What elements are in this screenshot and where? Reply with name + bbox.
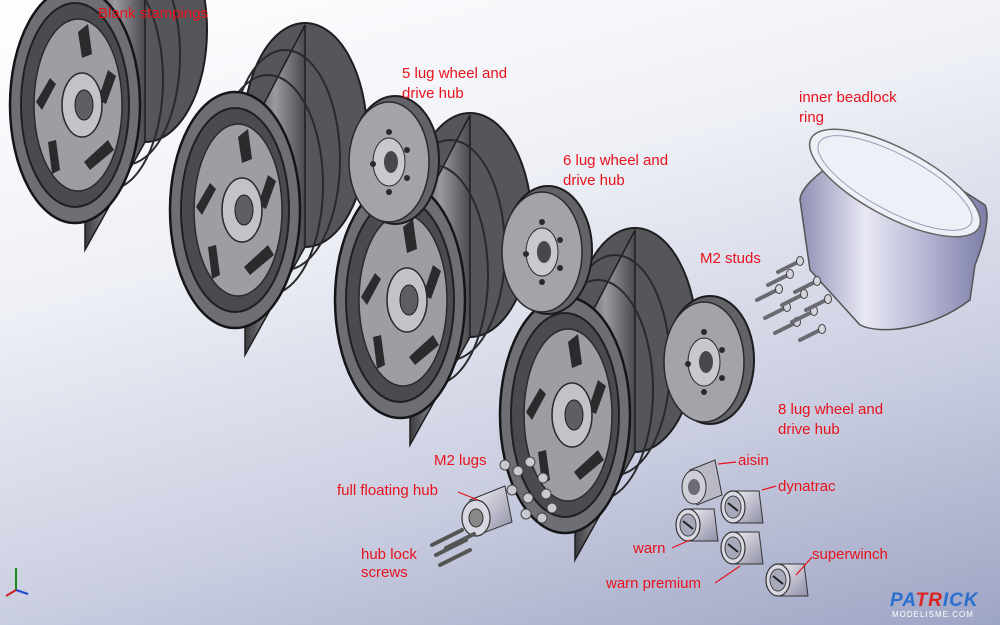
eight-lug-drive-hub xyxy=(663,295,755,425)
label-warn: warn xyxy=(633,540,666,557)
label-superwinch: superwinch xyxy=(812,546,888,563)
watermark-title: PATRICK xyxy=(890,590,979,611)
full-floating-hub xyxy=(461,485,513,537)
m2-lugs xyxy=(499,456,558,524)
label-full-floating-hub: full floating hub xyxy=(337,482,438,499)
label-m2-studs: M2 studs xyxy=(700,250,761,267)
label-m2-lugs: M2 lugs xyxy=(434,452,487,469)
aisin-hub xyxy=(681,459,723,506)
label-blank-stampings: Blank stampings xyxy=(98,5,209,22)
label-five-lug-line1: 5 lug wheel and xyxy=(402,65,508,82)
watermark-logo: PATRICK MODELISME.COM xyxy=(880,590,996,624)
label-hub-lock-line2: screws xyxy=(361,564,408,581)
label-five-lug-line2: drive hub xyxy=(402,85,464,102)
hub-lock-screws xyxy=(430,528,476,567)
warn-hub xyxy=(675,508,719,542)
label-six-lug-line1: 6 lug wheel and xyxy=(563,152,669,169)
label-eight-lug-line2: drive hub xyxy=(778,421,840,438)
label-hub-lock-line1: hub lock xyxy=(361,546,417,563)
label-beadlock-line1: inner beadlock xyxy=(799,89,897,106)
label-warn-premium: warn premium xyxy=(606,575,702,592)
five-lug-drive-hub xyxy=(348,95,440,225)
inner-beadlock-ring xyxy=(799,128,988,331)
label-dynatrac: dynatrac xyxy=(778,478,836,495)
leader-lines xyxy=(457,461,813,584)
label-aisin: aisin xyxy=(738,452,769,469)
label-six-lug-line2: drive hub xyxy=(563,172,625,189)
warn-premium-hub xyxy=(720,531,764,565)
label-beadlock-line2: ring xyxy=(799,109,825,126)
coordinate-axes-icon xyxy=(5,568,29,597)
six-lug-drive-hub xyxy=(501,185,593,315)
dynatrac-hub xyxy=(720,490,764,524)
label-eight-lug-line1: 8 lug wheel and xyxy=(778,401,884,418)
watermark-subtitle: MODELISME.COM xyxy=(892,610,974,619)
